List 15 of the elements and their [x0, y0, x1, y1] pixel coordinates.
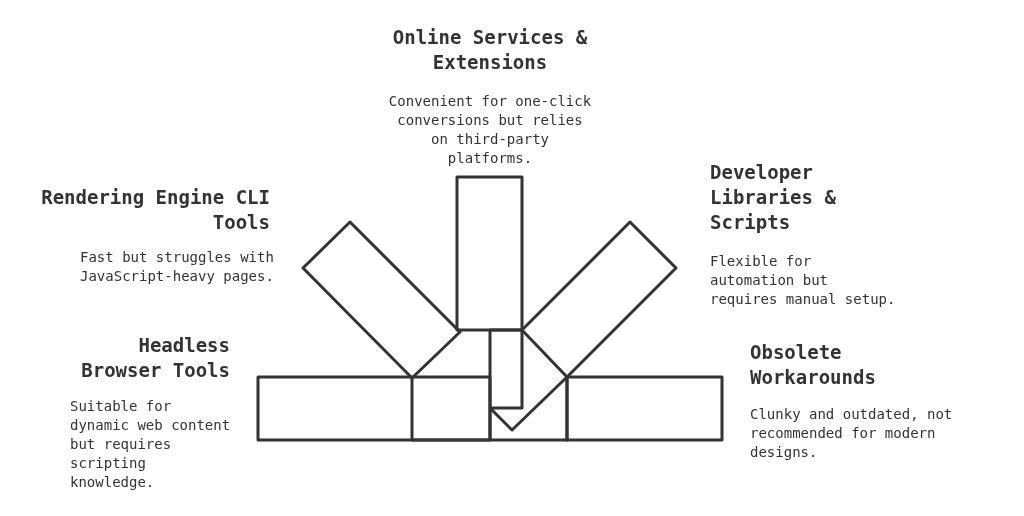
bar — [520, 220, 678, 379]
bar — [301, 220, 462, 380]
category-heading: Online Services & Extensions — [391, 25, 589, 75]
category-description: Flexible for automation but requires manual setup. — [710, 252, 897, 309]
category-heading: Headless Browser Tools — [80, 333, 230, 383]
bar — [256, 375, 492, 442]
category-description: Suitable for dynamic web content but requires scripting knowledge. — [70, 397, 232, 492]
bar — [565, 375, 724, 442]
category-description: Fast but struggles with JavaScript-heavy pages. — [80, 248, 275, 286]
category-description: Clunky and outdated, not recommended for modern designs. — [750, 405, 954, 462]
bar — [455, 175, 524, 332]
category-heading: Developer Libraries & Scripts — [710, 160, 837, 235]
category-heading: Rendering Engine CLI Tools — [40, 185, 270, 235]
category-heading: Obsolete Workarounds — [750, 340, 877, 390]
category-description: Convenient for one-click conversions but relies on third-party platforms. — [387, 92, 593, 168]
